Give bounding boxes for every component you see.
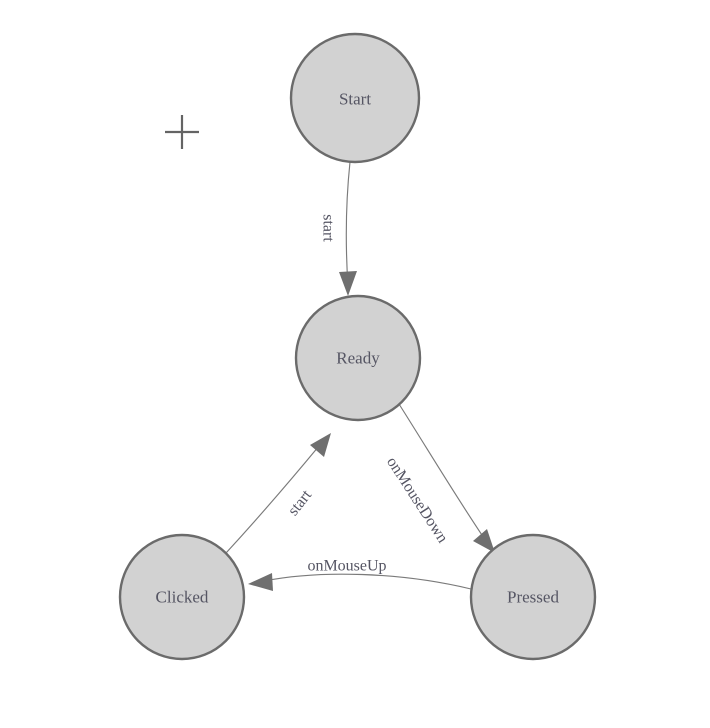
edge-label-clicked-to-ready: start [285,486,316,519]
edge-pressed-to-clicked[interactable]: onMouseUp [248,558,472,592]
edge-label-pressed-to-clicked: onMouseUp [307,558,386,575]
plus-crosshair-icon [165,115,199,149]
node-ready[interactable]: Ready [294,294,422,422]
edge-label-ready-to-pressed: onMouseDown [383,454,451,546]
node-ready-circle[interactable] [294,294,422,422]
node-clicked-label: Clicked [156,588,209,607]
edge-path-pressed-to-clicked[interactable] [263,573,472,590]
edge-start-to-ready[interactable]: start [320,161,358,296]
node-pressed-label: Pressed [507,588,559,607]
arrowhead-pressed-to-clicked [248,573,273,591]
node-clicked-circle[interactable] [118,533,246,661]
edge-ready-to-pressed[interactable]: onMouseDown [383,403,495,553]
edge-path-clicked-to-ready[interactable] [225,445,320,554]
node-pressed[interactable]: Pressed [469,533,597,661]
node-start[interactable]: Start [289,32,421,164]
edge-label-start-to-ready: start [320,214,337,242]
node-pressed-circle[interactable] [469,533,597,661]
arrowhead-clicked-to-ready [310,433,331,457]
edge-path-ready-to-pressed[interactable] [398,403,489,545]
node-start-label: Start [339,90,371,109]
node-ready-label: Ready [336,349,380,368]
node-clicked[interactable]: Clicked [118,533,246,661]
edge-path-start-to-ready[interactable] [345,161,351,287]
arrowhead-start-to-ready [339,271,357,296]
edge-clicked-to-ready[interactable]: start [225,433,331,554]
node-start-circle[interactable] [289,32,421,164]
arrowhead-ready-to-pressed [473,529,495,553]
